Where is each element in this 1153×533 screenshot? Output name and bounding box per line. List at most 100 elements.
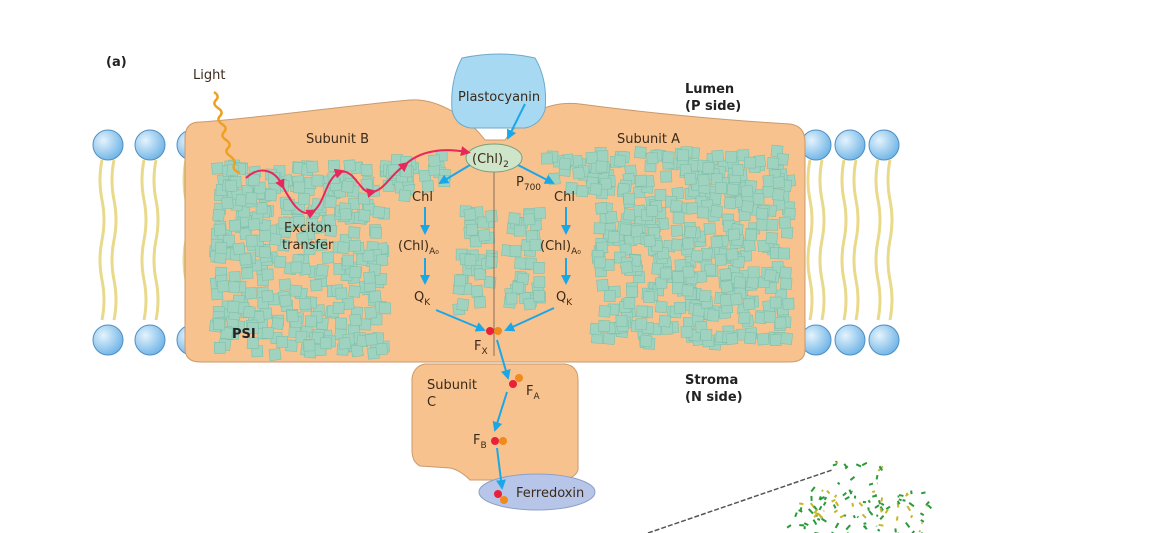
molecule-bond (842, 492, 847, 497)
chlorophyll-square (339, 207, 353, 221)
chlorophyll-square (744, 331, 757, 345)
chlorophyll-square (596, 150, 609, 163)
molecule-bond (885, 505, 891, 510)
chlorophyll-square (603, 289, 616, 302)
molecule-bond (799, 502, 804, 506)
molecule-bond (856, 515, 859, 519)
qk-right-label: QK (556, 290, 573, 308)
chla0-left-label: (Chl)A₀ (398, 239, 439, 257)
molecule-bond (844, 495, 850, 501)
molecule-bond (920, 519, 925, 523)
chlorophyll-square (306, 160, 319, 174)
chlorophyll-square (245, 234, 258, 247)
molecule-bond (875, 474, 879, 480)
chlorophyll-square (358, 209, 371, 222)
molecule-bond (837, 481, 841, 485)
chlorophyll-square (324, 196, 337, 209)
chlorophyll-square (268, 348, 282, 361)
molecule-bond (879, 508, 883, 513)
chlorophyll-square (599, 177, 612, 190)
chlorophyll-square (213, 223, 227, 236)
chlorophyll-square (684, 172, 697, 186)
lipid-head (134, 324, 166, 356)
chlorophyll-square (261, 289, 274, 303)
chlorophyll-square (593, 256, 606, 269)
subunit-b-label: Subunit B (306, 132, 369, 147)
chlorophyll-square (523, 297, 536, 311)
chlorophyll-square (246, 337, 259, 350)
chlorophyll-square (607, 230, 620, 244)
molecule-bond (858, 501, 864, 507)
molecule-bond (868, 510, 874, 516)
fb-label: FB (473, 433, 487, 451)
chlorophyll-square (336, 241, 350, 255)
chlorophyll-square (613, 154, 627, 168)
chlorophyll-square (746, 276, 760, 289)
chlorophyll-square (213, 342, 226, 354)
chlorophyll-square (752, 193, 765, 206)
molecule-bond (822, 501, 827, 506)
molecule-bond (848, 489, 853, 495)
molecule-bond (823, 496, 828, 501)
chlorophyll-square (289, 284, 303, 298)
chlorophyll-square (733, 276, 747, 289)
molecule-bond (867, 499, 871, 504)
lumen-label: Lumen (685, 82, 734, 97)
molecule-bond (817, 518, 821, 521)
chl-left-label: Chl (412, 190, 433, 205)
molecule-bond (798, 509, 803, 513)
iron-sulfur-clusters (486, 327, 523, 504)
chlorophyll-square (216, 280, 230, 293)
chlorophyll-square (726, 183, 740, 196)
chlorophyll-square (690, 249, 704, 263)
lipid-tail (152, 159, 160, 321)
molecule-bond (821, 489, 824, 493)
chlorophyll-square (645, 151, 659, 165)
chlorophyll-square (483, 275, 497, 289)
chlorophyll-square (725, 332, 739, 346)
molecule-bond (909, 514, 914, 519)
chlorophyll-square (779, 277, 793, 290)
molecule-bond (861, 513, 867, 519)
chlorophyll-square (755, 218, 769, 231)
molecule-bond (843, 514, 847, 517)
chlorophyll-square (332, 301, 345, 314)
chlorophyll-square (464, 254, 477, 267)
chlorophyll-square (743, 239, 756, 252)
panel-label: (a) (106, 55, 127, 70)
chlorophyll-square (711, 149, 725, 163)
chlorophyll-square (255, 202, 268, 215)
fa-label: FA (526, 384, 540, 402)
chlorophyll-square (350, 344, 364, 358)
lipid-tail (110, 159, 118, 321)
molecule-bond (863, 525, 867, 529)
chlorophyll-square (456, 298, 470, 312)
chlorophyll-square (617, 182, 630, 196)
chlorophyll-square (623, 192, 636, 205)
molecule-bond (816, 512, 824, 519)
molecule-bond (896, 500, 901, 505)
chl2-label: (Chl)2 (472, 152, 509, 170)
molecule-bond (902, 499, 906, 502)
chlorophyll-square (764, 269, 777, 282)
chlorophyll-square (643, 234, 656, 248)
chlorophyll-square (279, 294, 292, 308)
lipid-head (92, 324, 124, 356)
chlorophyll-square (357, 192, 371, 205)
chlorophyll-square (714, 253, 727, 266)
chlorophyll-square (278, 278, 292, 292)
chlorophyll-square (595, 160, 608, 173)
chlorophyll-square (710, 205, 724, 218)
chlorophyll-square (719, 268, 732, 281)
chlorophyll-square (360, 163, 373, 177)
lipid-head (868, 324, 900, 356)
molecule-bond (831, 498, 836, 503)
chlorophyll-square (593, 222, 606, 235)
chlorophyll-square (660, 267, 672, 280)
lipid-head (834, 324, 866, 356)
molecule-bond (839, 514, 846, 519)
chlorophyll-square (224, 179, 238, 193)
chlorophyll-square (778, 247, 790, 260)
chlorophyll-square (756, 332, 770, 346)
molecule-bond (908, 501, 915, 508)
